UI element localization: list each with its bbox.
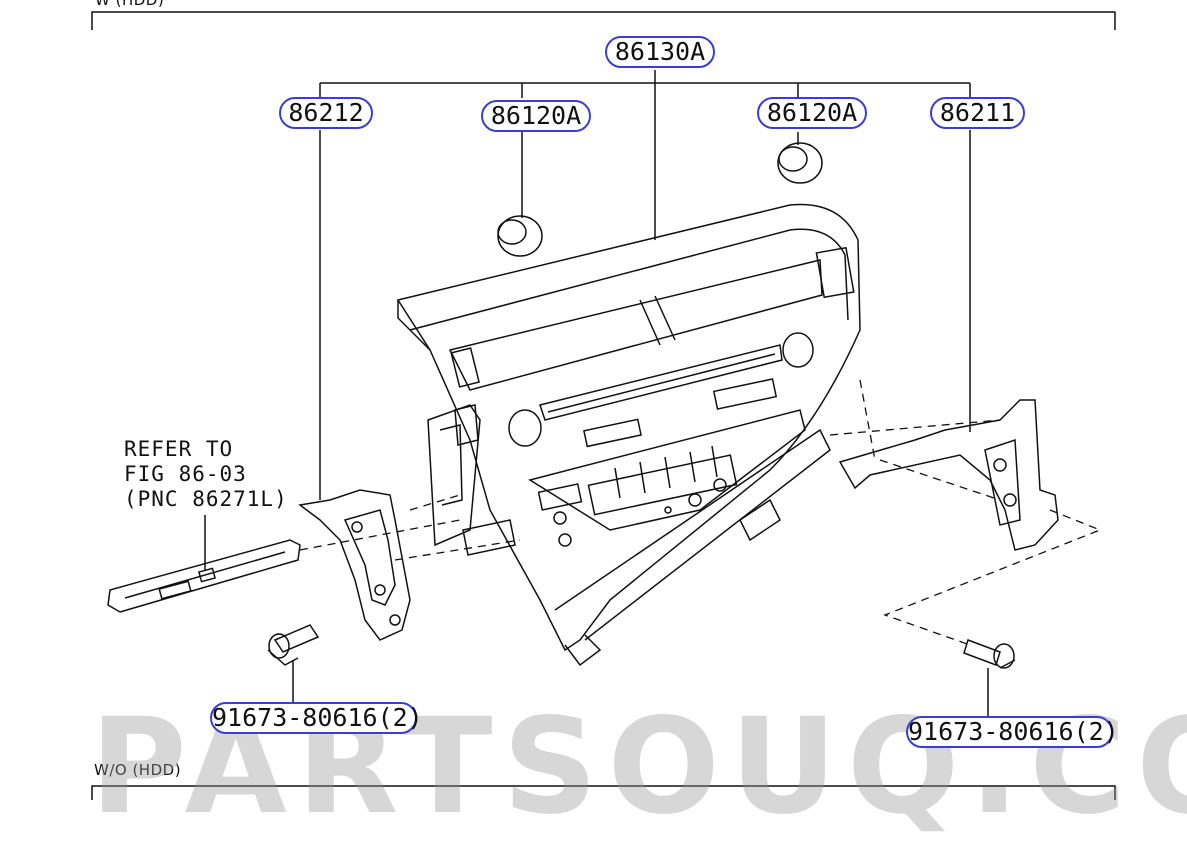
bottom-section-frame [91, 785, 1116, 800]
callout-86120A-left[interactable]: 86120A [481, 100, 591, 132]
bracket-left-shape [298, 489, 411, 641]
guide-right-4 [883, 509, 1102, 646]
reference-note-line2: FIG 86-03 [124, 462, 247, 486]
guide-right-2 [859, 379, 876, 461]
bottom-section-label: W/O (HDD) [94, 761, 182, 779]
callout-86212[interactable]: 86212 [279, 97, 373, 129]
bolt-left-shape [267, 624, 320, 666]
guide-left-2 [394, 539, 521, 561]
guide-left-3 [409, 494, 461, 511]
reference-note: REFER TO FIG 86-03 (PNC 86271L) [124, 437, 288, 512]
callout-86211[interactable]: 86211 [930, 97, 1025, 129]
reference-note-line1: REFER TO [124, 437, 234, 461]
knob-right-shape [777, 142, 823, 184]
panel-assembly-shape [396, 203, 861, 667]
top-section-frame [91, 11, 1116, 30]
reference-note-line3: (PNC 86271L) [124, 487, 288, 511]
diagram-drawing [91, 11, 1116, 800]
top-section-label: W (HDD) [95, 0, 165, 9]
guide-right-1 [829, 419, 1001, 436]
callout-86120A-right[interactable]: 86120A [757, 97, 867, 129]
bracket-right-shape [838, 399, 1059, 551]
guide-right-3 [879, 459, 1001, 501]
knob-left-shape [497, 215, 543, 257]
callout-bolt-left[interactable]: 91673-80616(2) [210, 702, 423, 734]
callout-86130A[interactable]: 86130A [605, 36, 715, 68]
bolt-right-shape [963, 639, 1016, 669]
callout-bolt-right[interactable]: 91673-80616(2) [906, 716, 1119, 748]
parts-diagram: W (HDD) W/O (HDD) REFER TO FIG 86-03 (PN… [90, 0, 1187, 844]
chassis-shape [427, 404, 516, 556]
reference-part-shape [107, 539, 301, 613]
